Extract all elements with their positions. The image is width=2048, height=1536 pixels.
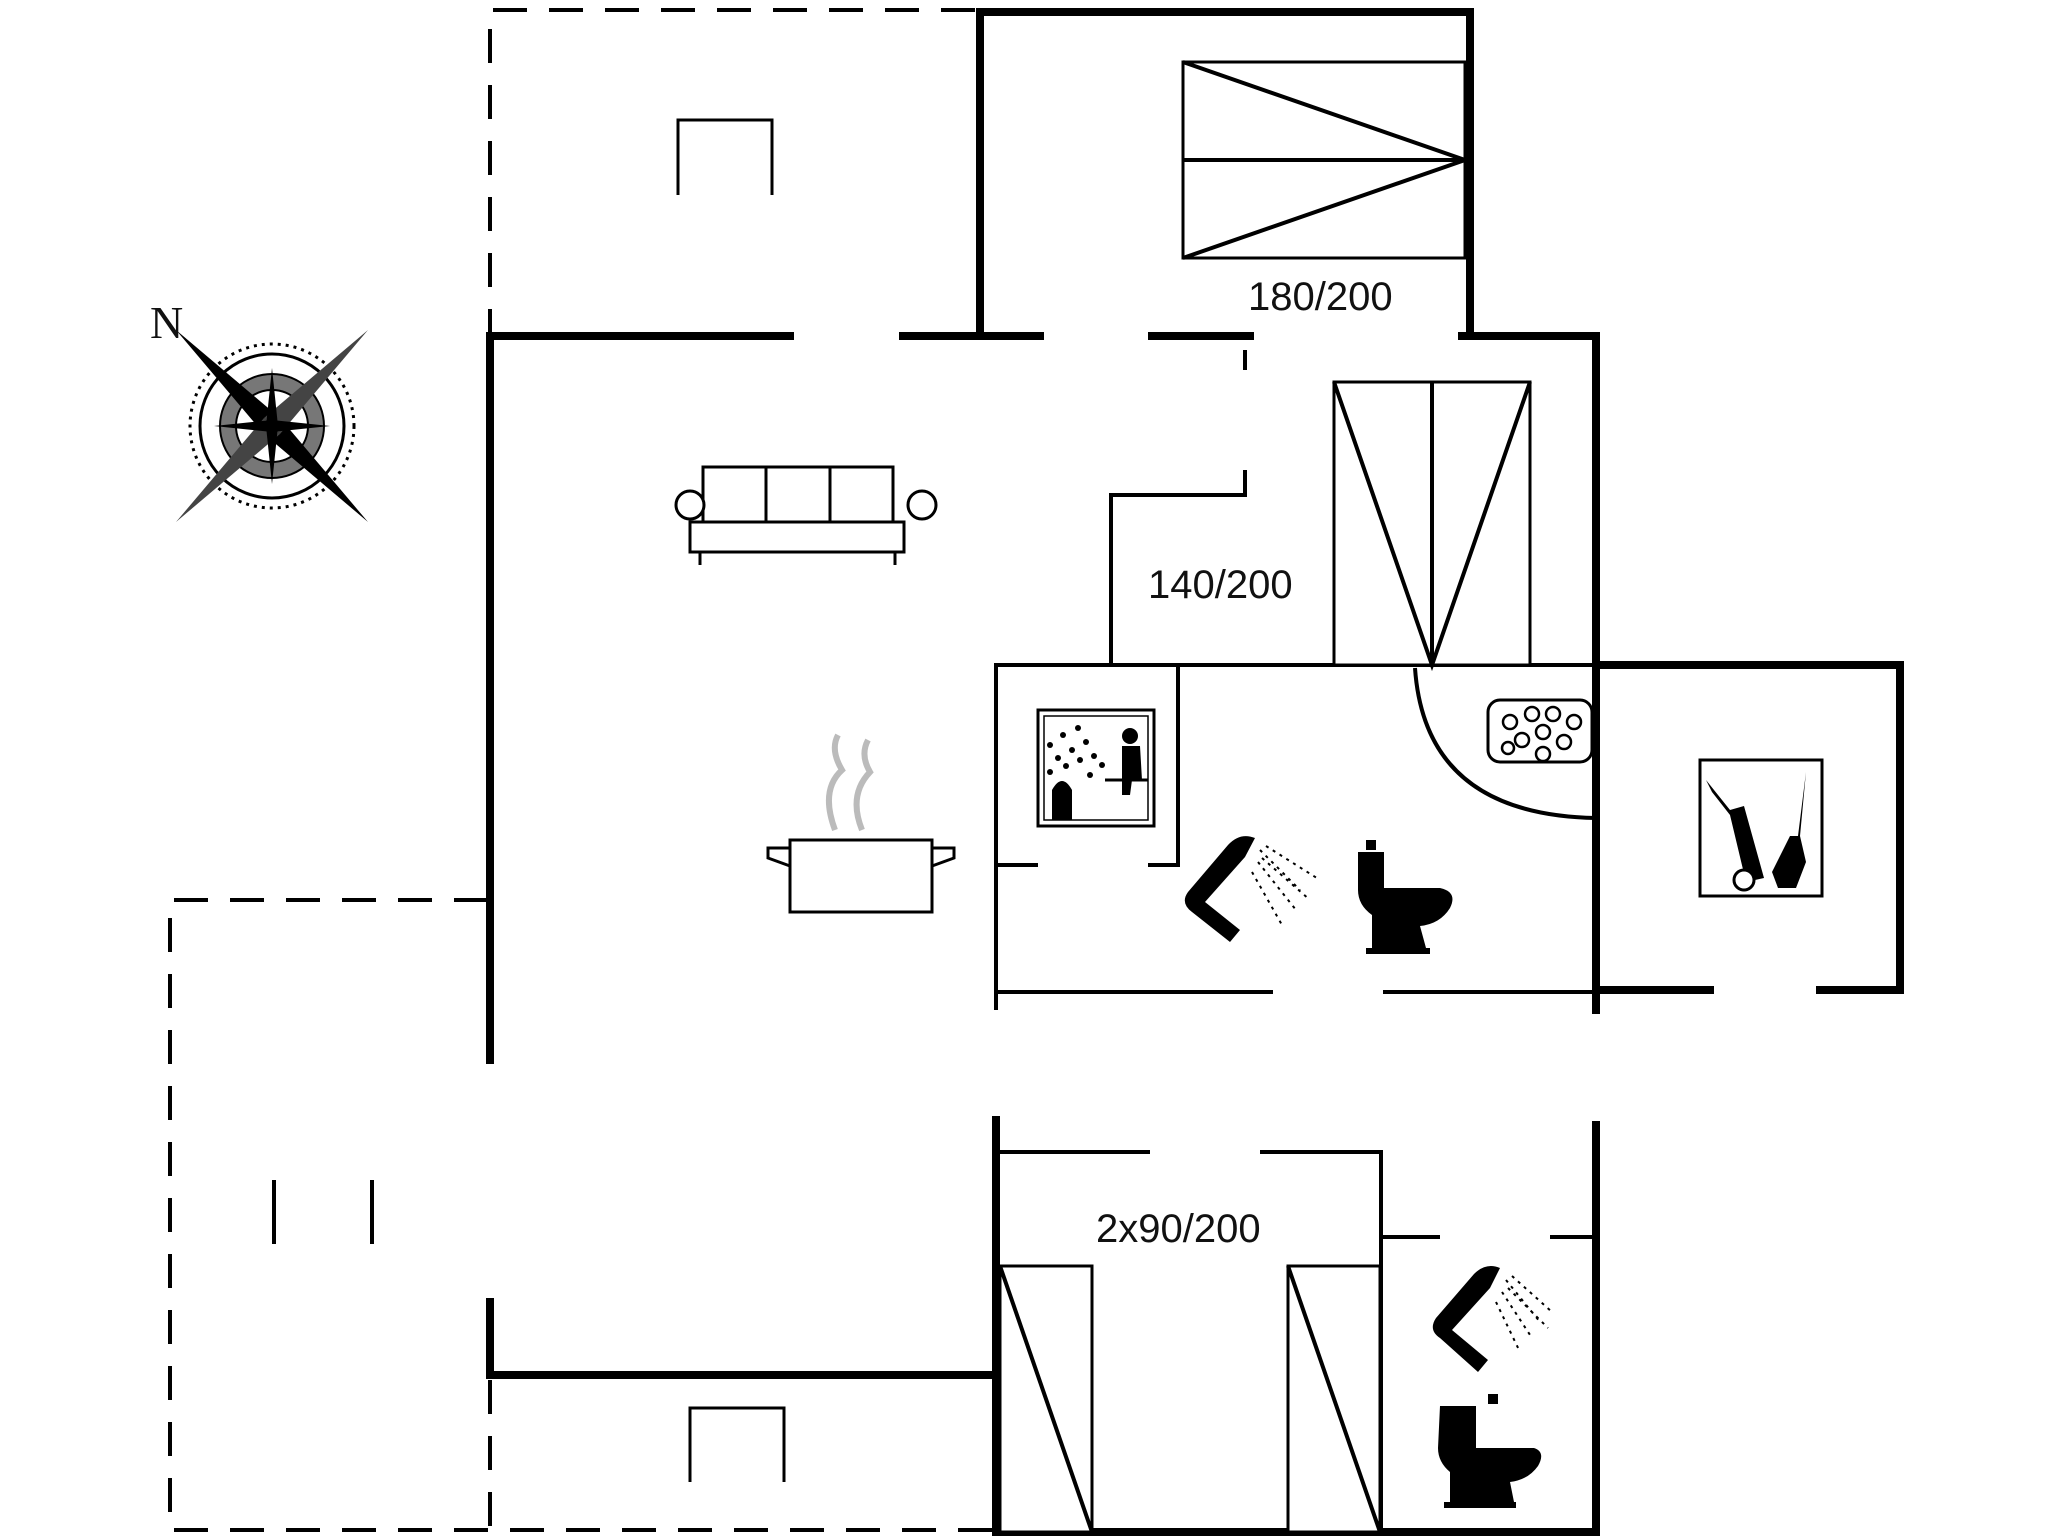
fireplace-icon (676, 118, 774, 195)
bed-twin-left (998, 1264, 1094, 1534)
bed-master (1181, 60, 1472, 260)
terrace-post-marks (272, 1180, 374, 1244)
shower-icon (1184, 836, 1321, 942)
cooking-pot-icon (766, 733, 956, 914)
north-label: N (150, 297, 183, 348)
bed-size-label-master: 180/200 (1248, 275, 1393, 319)
fireplace-icon (688, 1406, 786, 1482)
bed-size-label-twin: 2x90/200 (1096, 1207, 1261, 1251)
toilet-icon (1358, 840, 1453, 954)
shower-icon (1432, 1266, 1553, 1372)
utility-tools-icon (1698, 758, 1824, 898)
compass-rose-icon (176, 330, 368, 522)
terrace-top (488, 8, 975, 332)
walls (486, 8, 1904, 1536)
sofa-icon (674, 465, 938, 565)
whirlpool-icon (1486, 698, 1594, 764)
sauna-icon (1036, 708, 1156, 828)
bed-double (1332, 380, 1532, 672)
toilet-icon (1438, 1394, 1542, 1508)
terrace-left (168, 898, 995, 1532)
bed-size-label-double: 140/200 (1148, 563, 1293, 607)
bed-twin-right (1286, 1264, 1382, 1534)
